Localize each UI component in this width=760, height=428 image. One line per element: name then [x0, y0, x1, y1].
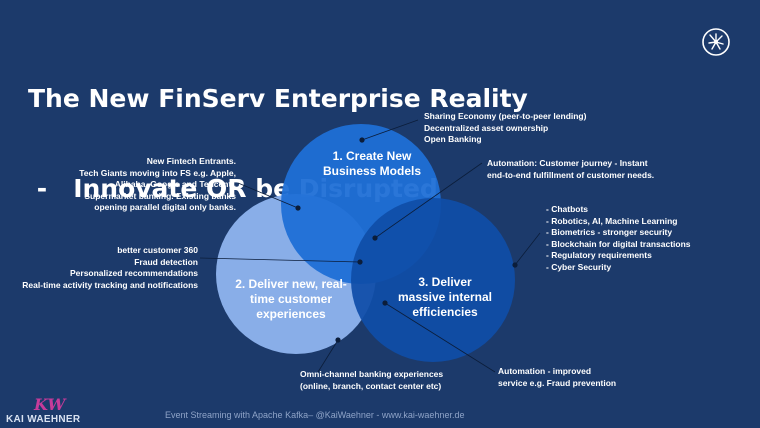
connector-lines	[199, 119, 541, 373]
label-internal-efficiencies: 3. Deliver massive internal efficiencies	[397, 275, 493, 319]
network-starburst-icon	[702, 28, 730, 56]
logo-mark: KW	[34, 395, 66, 414]
label-create-business-models: 1. Create New Business Models	[322, 149, 422, 178]
label-realtime-experiences: 2. Deliver new, real- time customer expe…	[235, 277, 347, 321]
note-sharing-economy: Sharing Economy (peer-to-peer lending) D…	[424, 111, 587, 144]
note-technology-list: - Chatbots - Robotics, AI, Machine Learn…	[546, 204, 691, 272]
note-omni-channel: Omni-channel banking experiences (online…	[300, 369, 444, 391]
note-fintech-entrants: New Fintech Entrants. Tech Giants moving…	[79, 156, 236, 212]
note-automation-journey: Automation: Customer journey - Instant e…	[487, 158, 655, 180]
title-line-1: The New FinServ Enterprise Reality	[28, 84, 528, 113]
note-automation-fraud: Automation - improved service e.g. Fraud…	[498, 366, 617, 388]
footer-text: Event Streaming with Apache Kafka– @KaiW…	[165, 410, 465, 420]
connector-dots	[295, 137, 518, 343]
logo-text: KAI WAEHNER	[6, 414, 81, 425]
circle-internal-efficiencies	[351, 198, 515, 362]
note-customer-360: better customer 360 Fraud detection Pers…	[22, 245, 198, 290]
